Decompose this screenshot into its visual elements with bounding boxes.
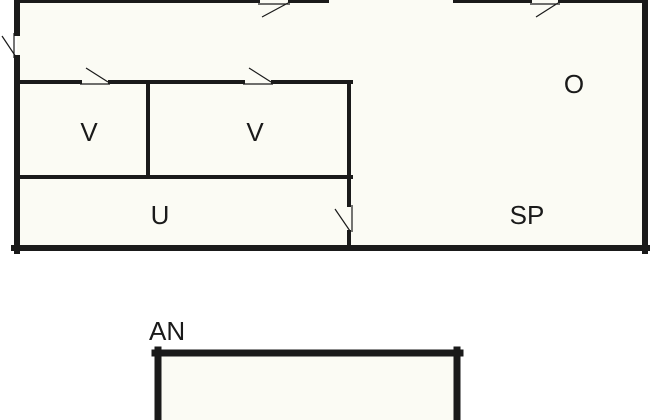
door-top-left xyxy=(258,2,290,18)
door-u xyxy=(334,205,353,232)
room-label-v-right: V xyxy=(246,117,264,147)
outbuilding-walls xyxy=(151,346,464,420)
door-top-right xyxy=(530,2,560,18)
interior-walls xyxy=(15,80,353,250)
room-label-u: U xyxy=(151,200,170,230)
door-v-right xyxy=(243,67,273,85)
main-building-walls xyxy=(11,0,650,254)
door-v-left xyxy=(80,67,110,85)
door-left-wall xyxy=(1,33,17,58)
doors xyxy=(1,2,560,232)
outbuilding-label: AN xyxy=(149,316,185,346)
outbuilding-floor xyxy=(158,353,457,420)
room-label-sp: SP xyxy=(510,200,545,230)
main-building-floor xyxy=(17,0,645,248)
room-label-v-left: V xyxy=(80,117,98,147)
room-label-o: O xyxy=(564,69,584,99)
